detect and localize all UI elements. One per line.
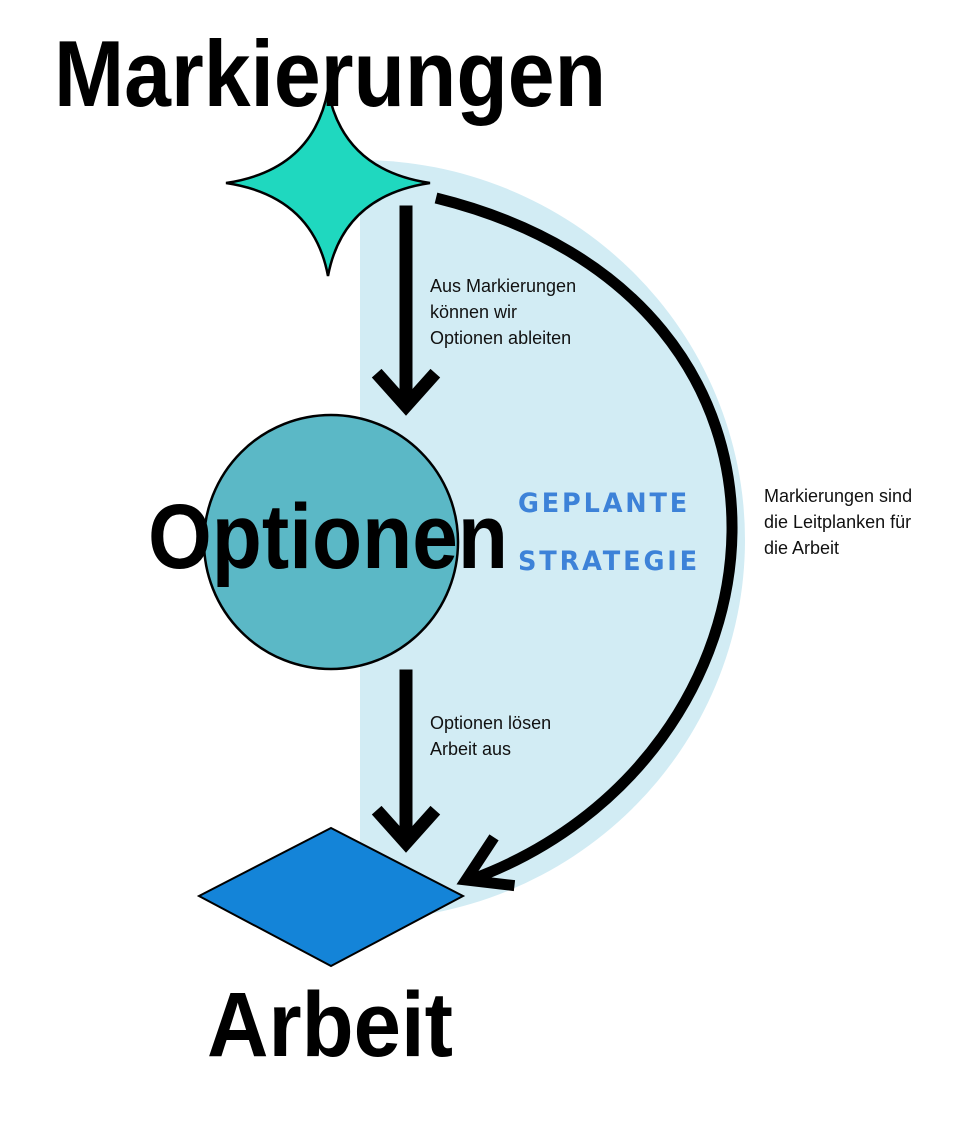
- annotation-line: die Arbeit: [764, 538, 839, 558]
- annotation-line: Optionen lösen: [430, 713, 551, 733]
- markierungen-star-icon: [225, 89, 431, 277]
- annotation-line: Optionen ableiten: [430, 328, 571, 348]
- annotation-line: Arbeit aus: [430, 739, 511, 759]
- arrow-markierungen-to-arbeit: [434, 192, 738, 892]
- annotation-line: Markierungen sind: [764, 486, 912, 506]
- annotation-line: können wir: [430, 302, 517, 322]
- annotation-optionen-to-arbeit: Optionen lösen Arbeit aus: [430, 713, 551, 759]
- arrow-optionen-to-arbeit: [371, 669, 441, 853]
- arbeit-label: Arbeit: [207, 974, 453, 1076]
- arrow-markierungen-to-optionen: [371, 205, 441, 416]
- annotation-line: die Leitplanken für: [764, 512, 911, 532]
- arbeit-diamond: [196, 826, 466, 968]
- optionen-circle: [202, 413, 460, 671]
- markierungen-label: Markierungen: [54, 21, 606, 126]
- optionen-label: Optionen: [148, 486, 508, 588]
- annotation-markierungen-to-arbeit: Markierungen sind die Leitplanken für di…: [764, 486, 912, 558]
- annotation-line: Aus Markierungen: [430, 276, 576, 296]
- strategy-label-line-1: GEPLANTE: [518, 488, 690, 519]
- annotation-markierungen-to-optionen: Aus Markierungen können wir Optionen abl…: [430, 276, 576, 348]
- strategy-area: [360, 160, 745, 920]
- strategy-label-line-2: STRATEGIE: [518, 546, 700, 577]
